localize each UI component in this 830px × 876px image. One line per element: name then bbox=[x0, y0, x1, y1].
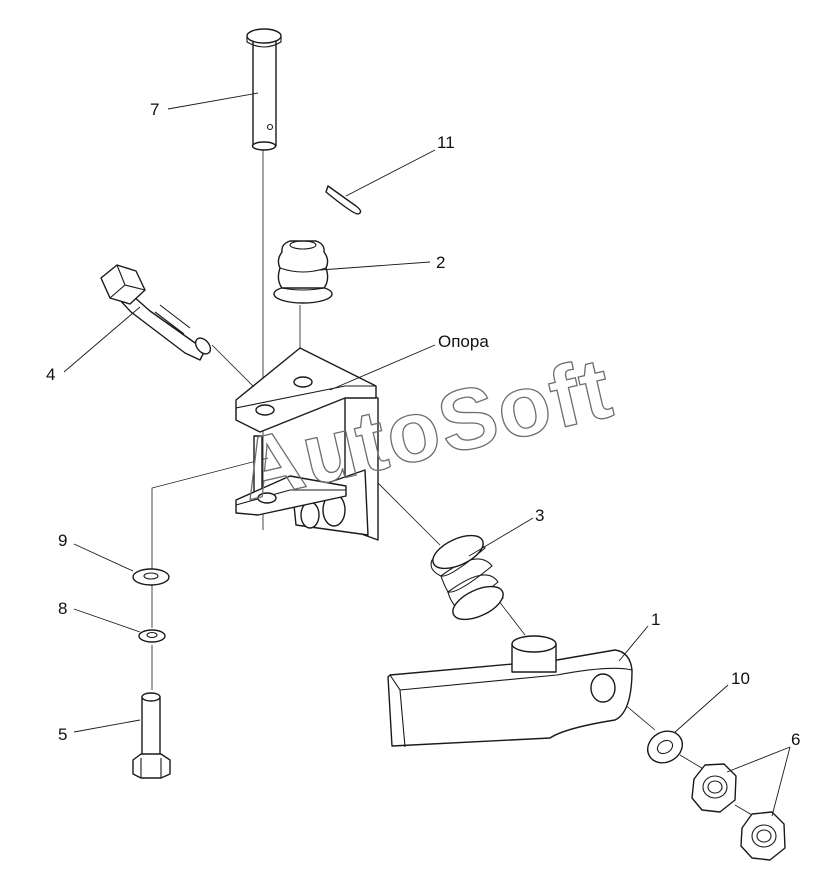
callout-7: 7 bbox=[150, 100, 159, 119]
bolt-part-5 bbox=[132, 692, 171, 779]
callout-9: 9 bbox=[58, 531, 67, 550]
callout-1: 1 bbox=[651, 610, 660, 629]
callout-11: 11 bbox=[437, 133, 455, 152]
nut-part-6-first bbox=[691, 763, 737, 813]
callout-3: 3 bbox=[535, 506, 544, 525]
nut-part-6-second bbox=[740, 811, 786, 861]
callout-2: 2 bbox=[436, 253, 445, 272]
leader-lines bbox=[63, 92, 791, 817]
callout-10: 10 bbox=[731, 669, 750, 688]
callout-6: 6 bbox=[791, 730, 800, 749]
washer-part-9 bbox=[132, 568, 170, 586]
lock-washer-part-8 bbox=[138, 629, 166, 643]
buffer-part-2 bbox=[273, 240, 333, 304]
callout-labels: 1 2 3 4 5 6 7 8 9 10 11 Опора bbox=[46, 100, 800, 749]
bolt-part-4 bbox=[100, 264, 212, 361]
callout-5: 5 bbox=[58, 725, 67, 744]
callout-support: Опора bbox=[438, 332, 489, 351]
washer-part-10 bbox=[647, 730, 683, 764]
pin-part-7 bbox=[246, 28, 282, 151]
support-bracket bbox=[235, 347, 379, 541]
spring-part-3 bbox=[430, 534, 504, 621]
callout-4: 4 bbox=[46, 365, 55, 384]
lever-part-1 bbox=[387, 635, 633, 748]
callout-8: 8 bbox=[58, 599, 67, 618]
cotter-pin-part-11 bbox=[325, 185, 362, 215]
